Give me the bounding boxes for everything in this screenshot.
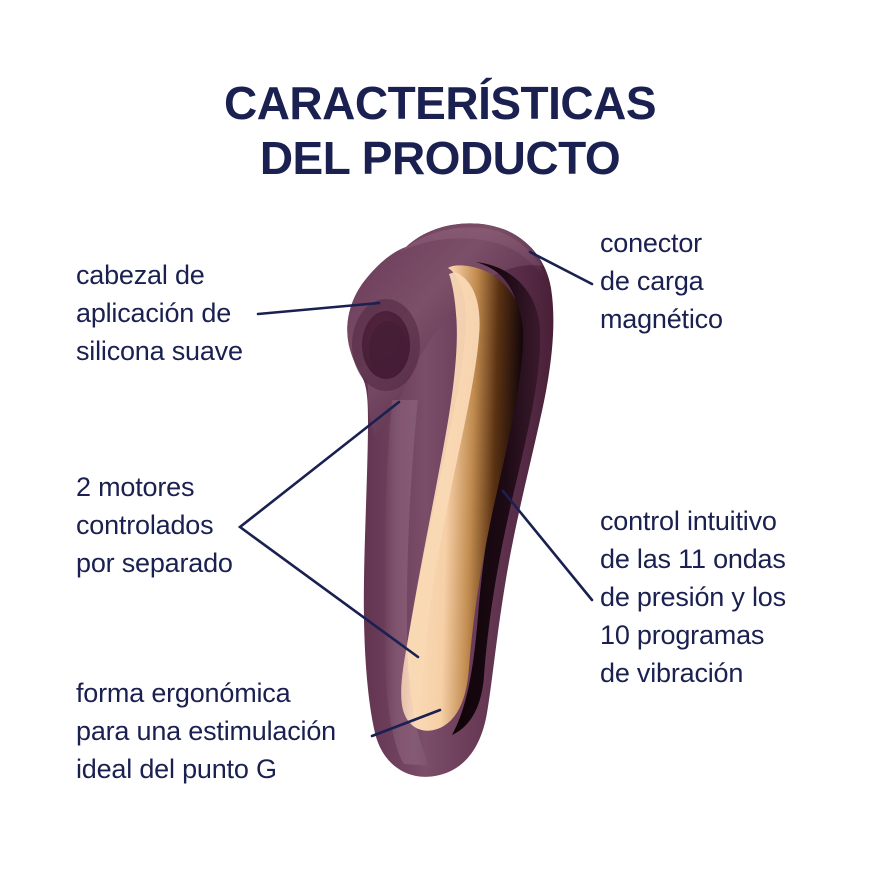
- callout-ergonomics-line-1: forma ergonómica: [76, 678, 291, 708]
- callout-control: control intuitivo de las 11 ondas de pre…: [600, 502, 786, 692]
- leader-line-head: [256, 301, 381, 316]
- callout-head-line-3: silicona suave: [76, 336, 243, 366]
- page-title-line-1: CARACTERÍSTICAS: [223, 77, 657, 129]
- leader-line-ergonomics: [370, 708, 442, 738]
- callout-connector-line-1: conector: [600, 228, 702, 258]
- product-shaft-sheen: [383, 400, 430, 766]
- leader-lines: [237, 250, 594, 738]
- leader-line-control: [501, 489, 594, 602]
- callout-motors-line-1: 2 motores: [76, 472, 195, 502]
- leader-line-motors: [237, 400, 420, 659]
- callout-head-line-1: cabezal de: [76, 260, 205, 290]
- callout-motors-line-3: por separado: [76, 548, 233, 578]
- page-title-line-2: DEL PRODUCTO: [259, 132, 621, 184]
- callout-control-line-1: control intuitivo: [600, 506, 777, 536]
- page-title: CARACTERÍSTICAS DEL PRODUCTO: [0, 76, 880, 186]
- callout-control-line-5: de vibración: [600, 658, 744, 688]
- callout-control-line-3: de presión y los: [600, 582, 786, 612]
- callout-ergonomics-line-2: para una estimulación: [76, 716, 336, 746]
- product-nozzle-hole-inner-shadow: [369, 321, 407, 377]
- callout-motors-line-2: controlados: [76, 510, 214, 540]
- callout-connector-line-3: magnético: [600, 304, 723, 334]
- callout-ergonomics-line-3: ideal del punto G: [76, 754, 277, 784]
- callout-control-line-2: de las 11 ondas: [600, 544, 786, 574]
- callout-head: cabezal de aplicación de silicona suave: [76, 256, 243, 370]
- leader-line-connector: [528, 250, 594, 286]
- product-gold-inlay: [401, 265, 524, 731]
- product-rim-highlight: [400, 227, 548, 286]
- callout-ergonomics: forma ergonómica para una estimulación i…: [76, 674, 336, 788]
- callout-head-line-2: aplicación de: [76, 298, 232, 328]
- product-inlay-highlight: [402, 272, 480, 718]
- callout-motors: 2 motores controlados por separado: [76, 468, 233, 582]
- callout-control-line-4: 10 programas: [600, 620, 765, 650]
- callout-connector-line-2: de carga: [600, 266, 704, 296]
- callout-connector: conector de carga magnético: [600, 224, 723, 338]
- product-illustration: [347, 223, 554, 777]
